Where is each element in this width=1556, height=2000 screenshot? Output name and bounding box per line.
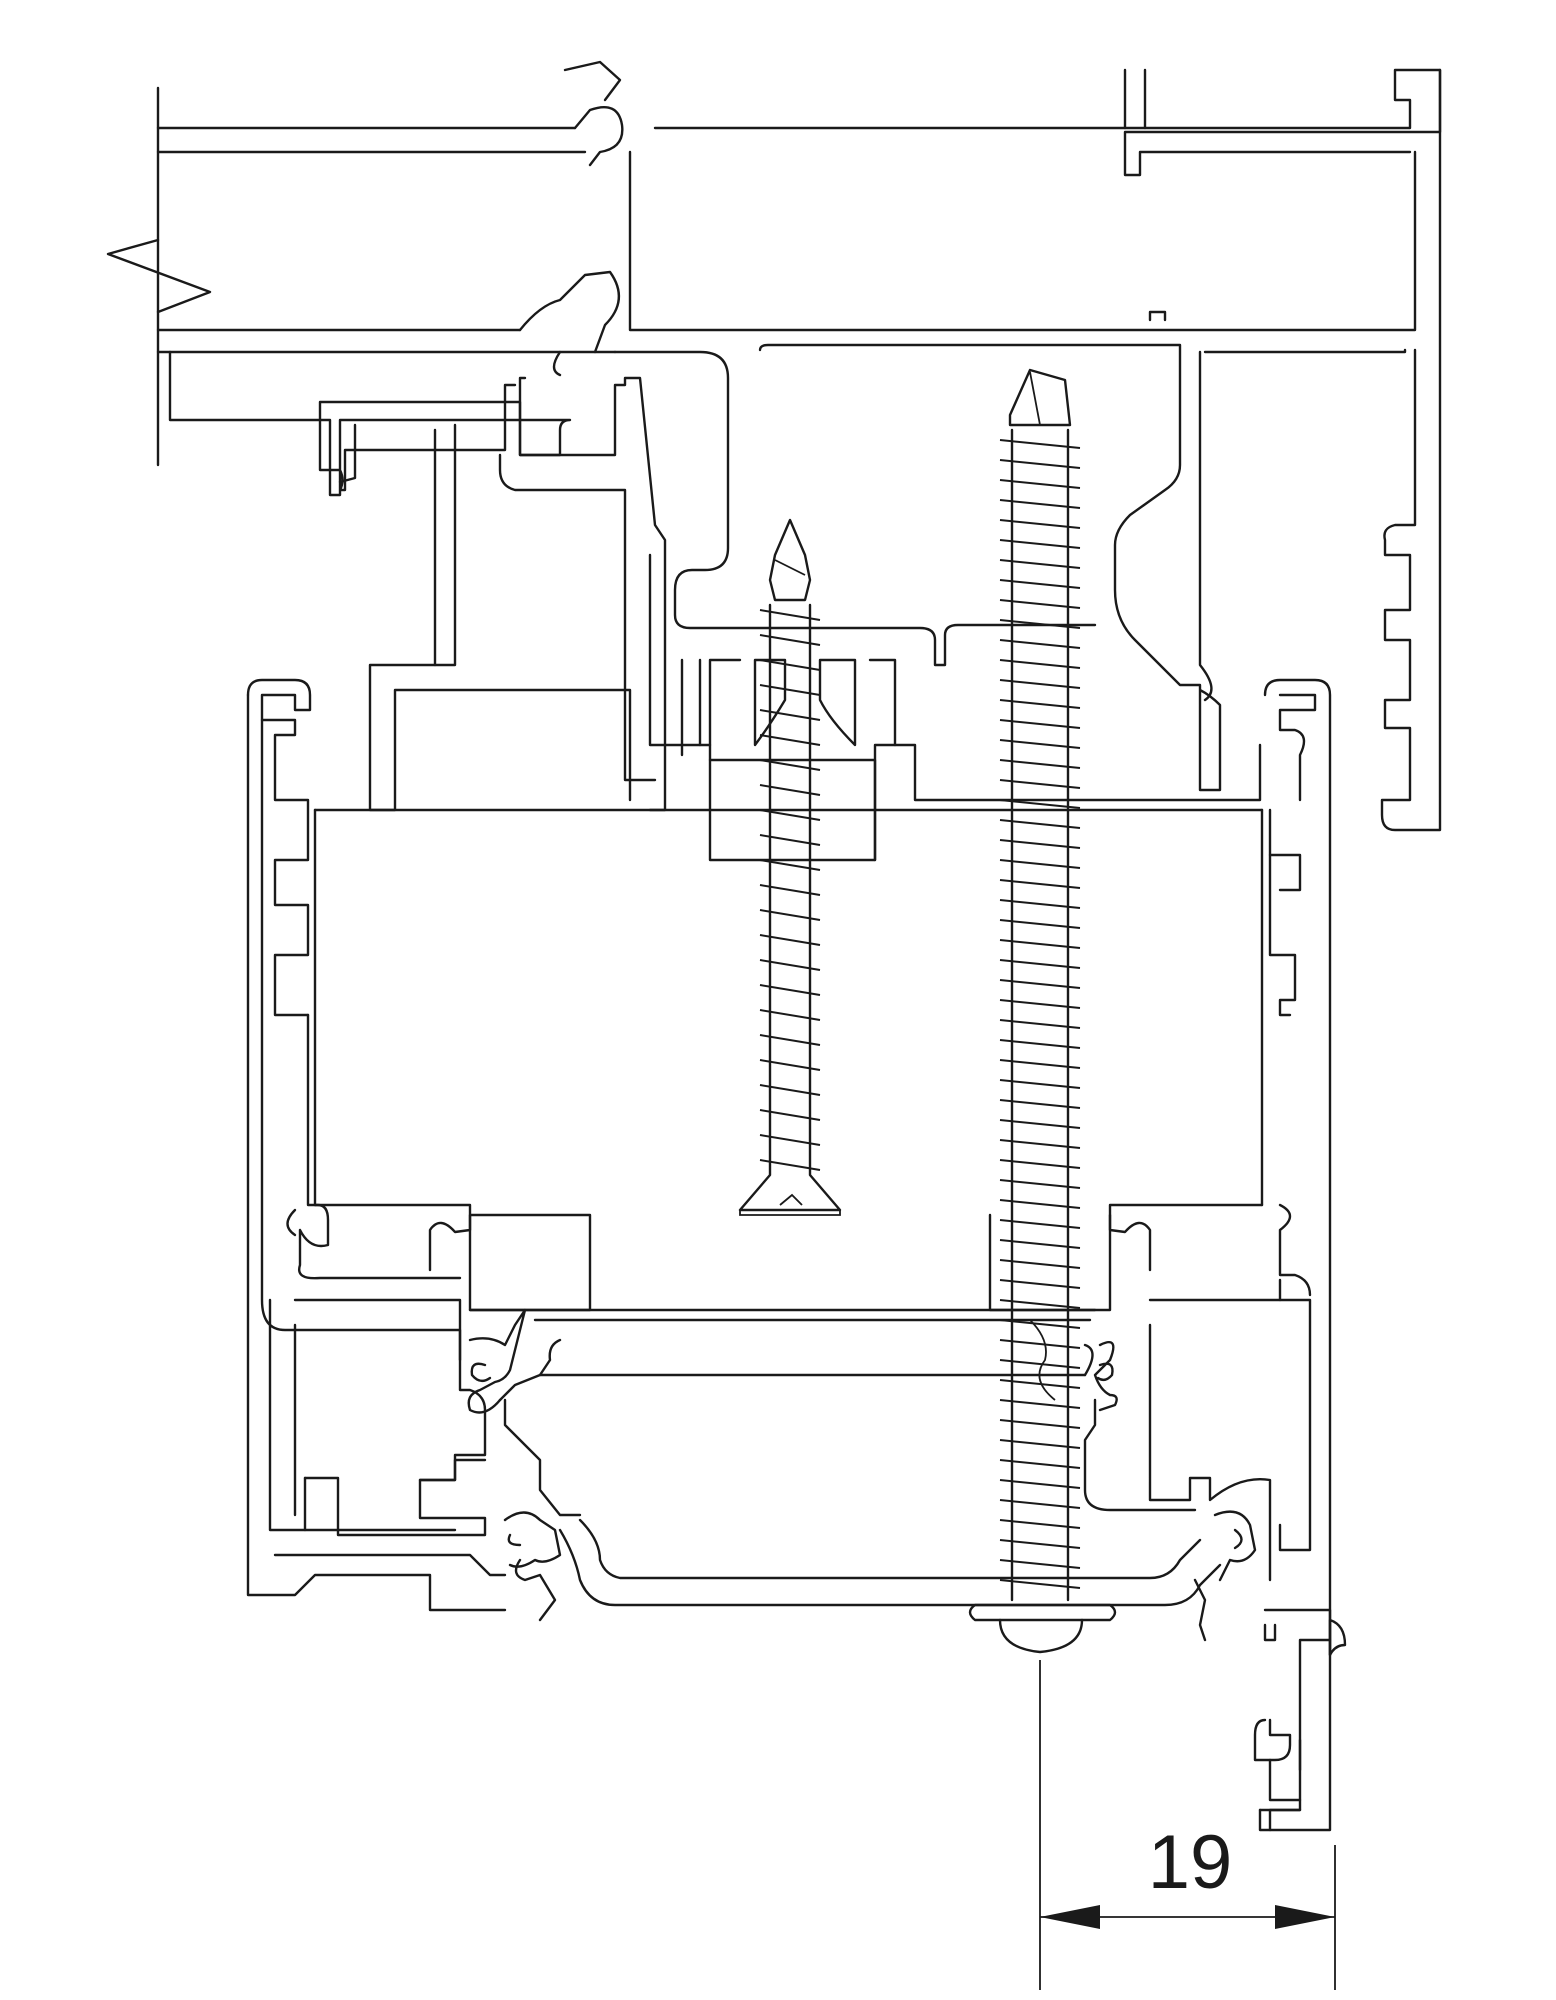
- dimension-arrow-right: [1275, 1905, 1335, 1929]
- dimension-19: 19: [1039, 1660, 1336, 1990]
- long-screw: [968, 368, 1117, 1654]
- short-screw: [738, 518, 842, 1216]
- lower-glazing: [467, 1308, 1257, 1642]
- bottom-right-frame: [1253, 1608, 1347, 1832]
- center-insert-block: [648, 553, 1262, 862]
- sash-frame: [246, 678, 1332, 1657]
- top-frame-profile: [106, 60, 1442, 832]
- dimension-arrow-left: [1040, 1905, 1100, 1929]
- dimension-value: 19: [1148, 1820, 1233, 1905]
